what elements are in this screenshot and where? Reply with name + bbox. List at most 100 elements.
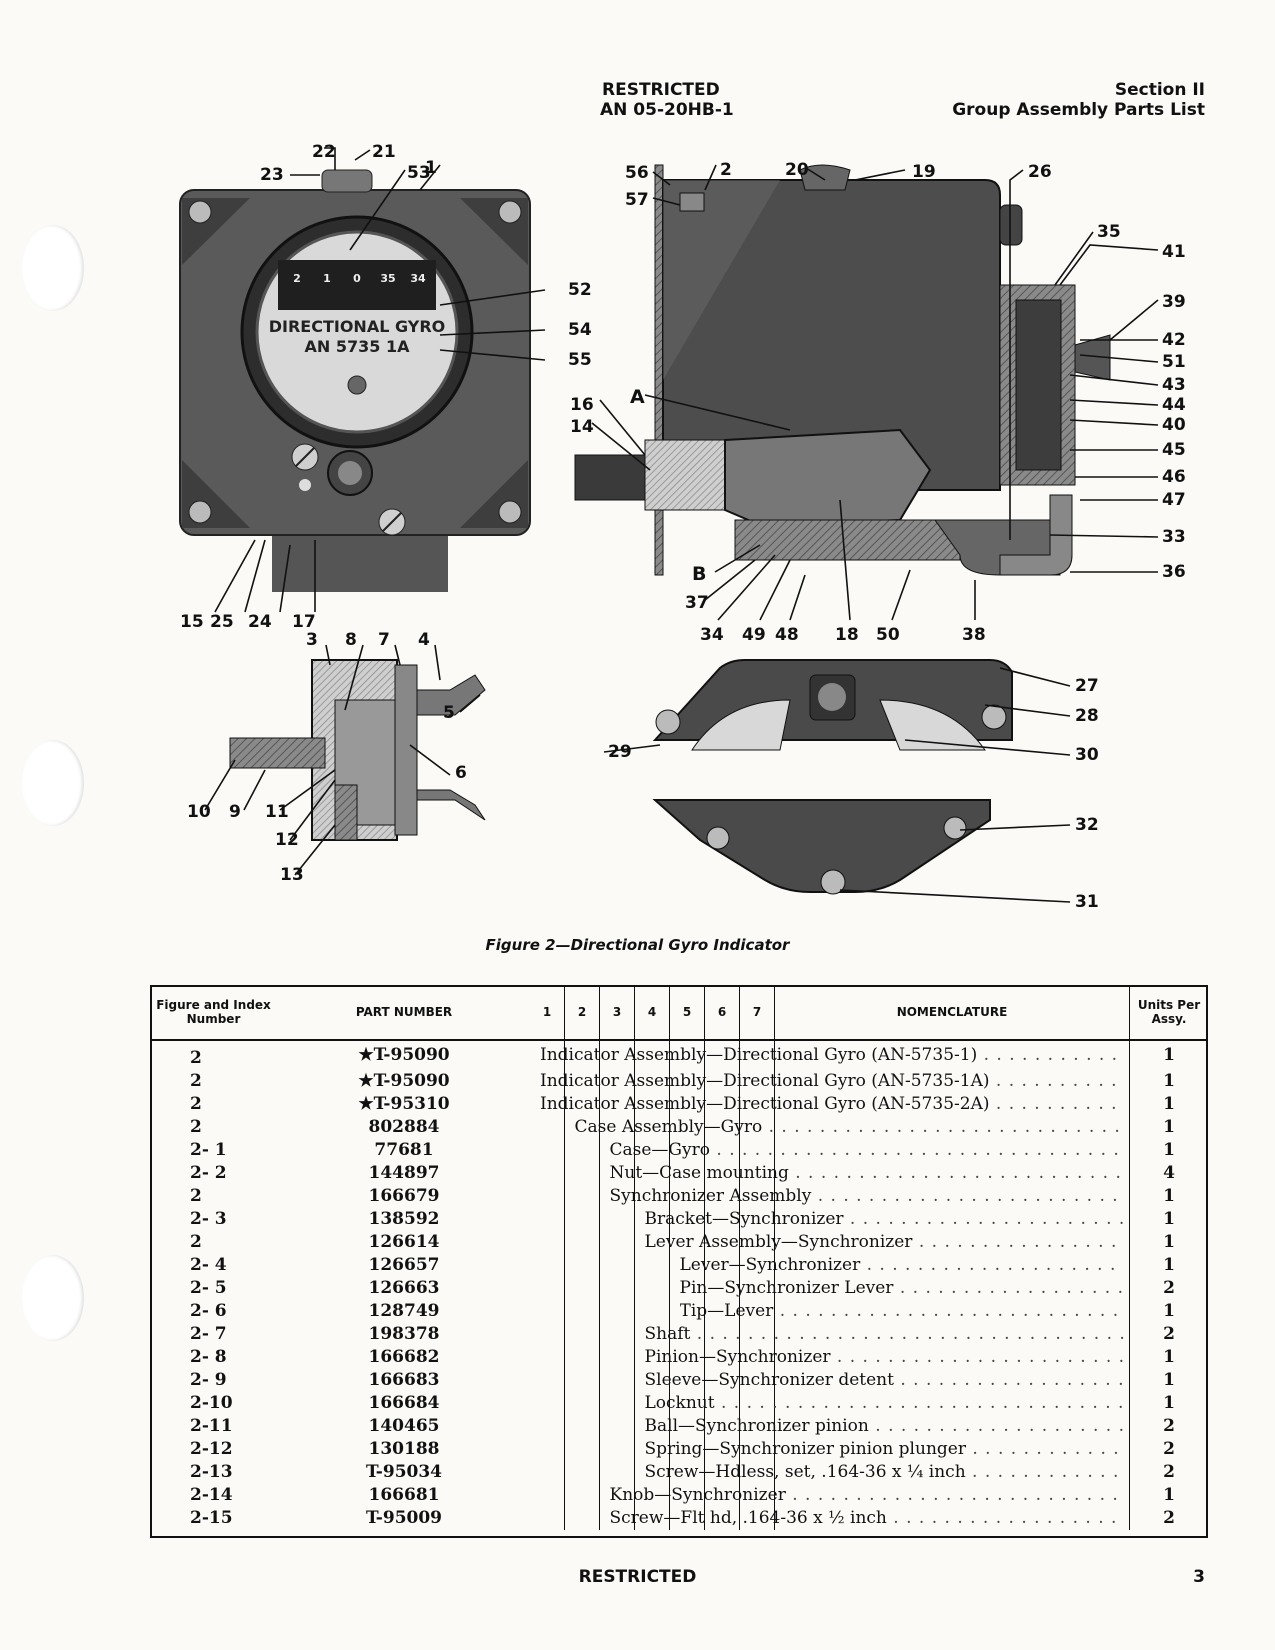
callout-1: 1 — [425, 158, 437, 178]
nomenclature-text: Lever—Synchronizer . . . . . . . . . . .… — [679, 1255, 1124, 1275]
part-number-cell: 144897 — [368, 1163, 440, 1183]
callout-11: 11 — [265, 802, 289, 822]
nomenclature-text: Screw—Hdless, set, .164-36 x ¼ inch . . … — [644, 1462, 1124, 1482]
nomenclature-text: Case Assembly—Gyro . . . . . . . . . . .… — [574, 1117, 1124, 1137]
nomenclature-text: Shaft . . . . . . . . . . . . . . . . . … — [644, 1324, 1124, 1344]
indent-cell — [669, 1139, 705, 1162]
indent-cell — [530, 1346, 565, 1369]
indent-cell — [739, 1185, 775, 1208]
indent-cell — [634, 1093, 670, 1116]
indent-cell — [530, 1116, 565, 1139]
units-cell: 2 — [1129, 1507, 1208, 1530]
indent-cell — [634, 1208, 670, 1231]
section-label: Section II — [1114, 80, 1205, 100]
indent-cell — [599, 1162, 635, 1185]
figure-index-cell: 2- 4 — [190, 1255, 227, 1275]
indent-cell — [669, 1162, 705, 1185]
callout-16: 16 — [570, 395, 594, 415]
indent-cell — [669, 1300, 705, 1323]
units-cell: 1 — [1129, 1208, 1208, 1231]
nomenclature-cell — [774, 1507, 1130, 1530]
indent-cell — [564, 1507, 600, 1530]
part-number-cell: 138592 — [368, 1209, 440, 1229]
indent-cell — [704, 1162, 740, 1185]
callout-43: 43 — [1162, 375, 1186, 395]
callout-24: 24 — [248, 612, 272, 632]
callout-48: 48 — [775, 625, 799, 645]
units-cell: 2 — [1129, 1277, 1208, 1300]
document-number: AN 05-20HB-1 — [600, 100, 734, 120]
part-number-cell: 126657 — [368, 1255, 440, 1275]
figure-index-cell: 2- 2 — [190, 1163, 227, 1183]
part-number-cell: T-95034 — [365, 1462, 443, 1482]
nomenclature-cell — [774, 1300, 1130, 1323]
callout-15: 15 — [180, 612, 204, 632]
nomenclature-text: Sleeve—Synchronizer detent . . . . . . .… — [644, 1370, 1124, 1390]
callout-9: 9 — [229, 802, 241, 822]
callout-29: 29 — [608, 742, 632, 762]
indent-cell — [704, 1231, 740, 1254]
indent-cell — [704, 1461, 740, 1484]
indent-cell — [564, 1277, 600, 1300]
part-number-cell: 126663 — [368, 1278, 440, 1298]
indent-cell — [564, 1254, 600, 1277]
indent-cell — [599, 1438, 635, 1461]
nomenclature-text: Ball—Synchronizer pinion . . . . . . . .… — [644, 1416, 1124, 1436]
indent-cell — [739, 1116, 775, 1139]
units-cell: 1 — [1129, 1139, 1208, 1162]
indent-cell — [564, 1208, 600, 1231]
units-cell: 1 — [1129, 1346, 1208, 1369]
page-header-center: RESTRICTED AN 05-20HB-1 — [600, 80, 734, 120]
callout-20: 20 — [785, 160, 809, 180]
part-number-cell: 802884 — [368, 1117, 440, 1137]
indent-cell — [599, 1484, 635, 1507]
dial-label: DIRECTIONAL GYRO — [269, 317, 446, 336]
indent-cell — [564, 1484, 600, 1507]
indent-cell — [634, 1040, 670, 1070]
callout-50: 50 — [876, 625, 900, 645]
callout-57: 57 — [625, 190, 649, 210]
part-number-cell: 140465 — [368, 1416, 440, 1436]
gyro-indicator-illustration: 2 1 0 35 34 DIRECTIONAL GYRO AN 5735 1A — [179, 142, 1186, 912]
nomenclature-cell — [774, 1277, 1130, 1300]
figure-index-cell: 2 — [190, 1232, 202, 1252]
indent-cell — [530, 1277, 565, 1300]
punch-hole — [22, 1255, 84, 1341]
units-cell: 1 — [1129, 1369, 1208, 1392]
parts-list-table: Figure and Index Number PART NUMBER 1 2 … — [150, 985, 1208, 1530]
callout-b: B — [692, 563, 706, 585]
indent-cell — [704, 1185, 740, 1208]
indent-cell — [599, 1415, 635, 1438]
indent-cell — [599, 1139, 635, 1162]
indent-cell — [564, 1346, 600, 1369]
indent-cell — [530, 1231, 565, 1254]
callout-51: 51 — [1162, 352, 1186, 372]
figure-index-cell: 2- 3 — [190, 1209, 227, 1229]
indent-cell — [634, 1300, 670, 1323]
callout-28: 28 — [1075, 706, 1099, 726]
header-indent-3: 3 — [599, 985, 635, 1041]
indent-cell — [739, 1231, 775, 1254]
callout-6: 6 — [455, 763, 467, 783]
indent-cell — [599, 1254, 635, 1277]
indent-cell — [704, 1040, 740, 1070]
callout-30: 30 — [1075, 745, 1099, 765]
indent-cell — [739, 1461, 775, 1484]
nomenclature-cell — [774, 1484, 1130, 1507]
callout-19: 19 — [912, 162, 936, 182]
header-indent-2: 2 — [564, 985, 600, 1041]
units-cell: 1 — [1129, 1231, 1208, 1254]
indent-cell — [530, 1438, 565, 1461]
indent-cell — [634, 1415, 670, 1438]
figure-index-cell: 2 — [190, 1186, 202, 1206]
indent-cell — [564, 1461, 600, 1484]
nomenclature-cell — [774, 1415, 1130, 1438]
units-cell: 1 — [1129, 1040, 1208, 1070]
